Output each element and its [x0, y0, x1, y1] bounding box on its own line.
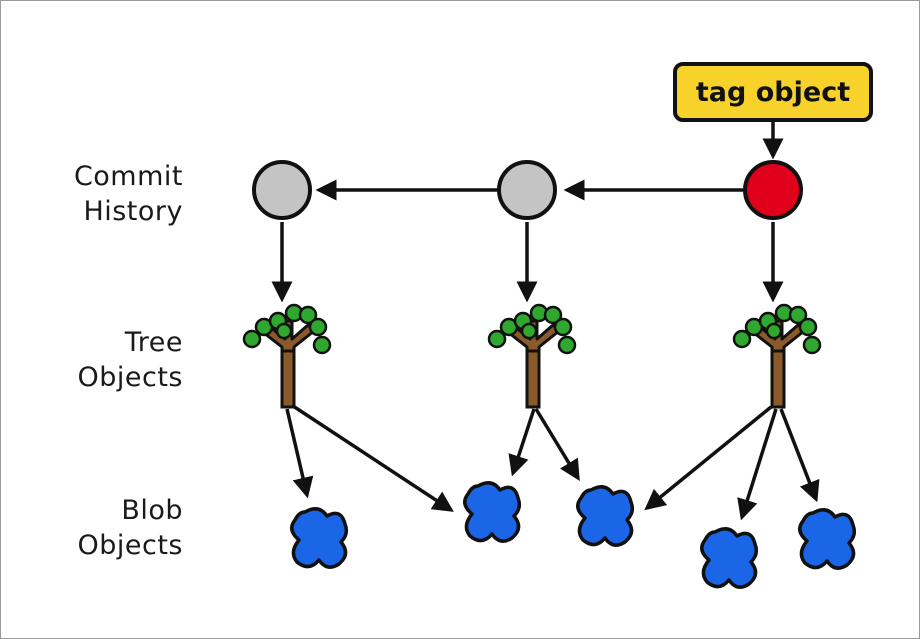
tree-blob-arrow: [779, 408, 820, 503]
row-label-blob-objects: Blob Objects: [23, 493, 183, 563]
blob-icon: [463, 481, 522, 543]
row-label-line: Blob: [121, 495, 183, 526]
tag-object-box: tag object: [673, 62, 873, 122]
tree-icon: [487, 303, 577, 409]
tree-icon: [732, 303, 822, 409]
row-label-line: Tree: [124, 327, 183, 358]
commit-node-icon: [497, 160, 557, 220]
tree-blob-arrow: [292, 404, 454, 512]
row-label-line: Objects: [77, 530, 183, 561]
tree-blob-arrow: [737, 408, 778, 521]
row-label-line: History: [83, 196, 183, 227]
commit-node-icon: [252, 160, 312, 220]
blob-icon: [700, 527, 759, 589]
row-label-line: Commit: [73, 161, 183, 192]
blob-icon: [576, 485, 635, 547]
tree-blob-arrow: [285, 408, 314, 499]
row-label-line: Objects: [77, 362, 183, 393]
tree-icon: [242, 303, 332, 409]
tree-blob-arrow: [508, 408, 536, 477]
row-label-tree-objects: Tree Objects: [23, 325, 183, 395]
blob-icon: [798, 508, 857, 570]
row-label-commit-history: Commit History: [23, 159, 183, 229]
blob-icon: [290, 507, 349, 569]
tree-blob-arrow: [534, 408, 580, 481]
commit-node-icon-tagged: [743, 160, 803, 220]
tag-object-label: tag object: [695, 76, 851, 108]
tree-blob-arrow: [644, 405, 773, 511]
